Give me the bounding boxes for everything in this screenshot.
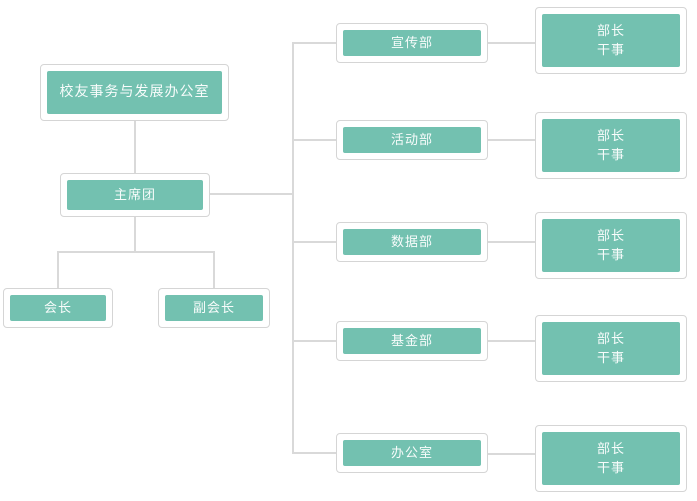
connector-office-staff bbox=[488, 453, 535, 455]
node-staff-office-fill: 部长 干事 bbox=[542, 432, 680, 485]
connector-branch-office bbox=[293, 452, 337, 454]
node-staff-fund[interactable]: 部长 干事 bbox=[535, 315, 687, 382]
node-dept-publicity-fill: 宣传部 bbox=[343, 30, 481, 56]
node-dept-fund-fill: 基金部 bbox=[343, 328, 481, 354]
connector-presidium-down bbox=[134, 217, 136, 252]
connector-branch-publicity bbox=[293, 42, 337, 44]
node-dept-activities-fill: 活动部 bbox=[343, 127, 481, 153]
staff-line-secretary: 干事 bbox=[596, 42, 625, 58]
connector-president-drop bbox=[57, 251, 59, 288]
staff-line-minister: 部长 bbox=[596, 228, 625, 244]
node-dept-office-fill: 办公室 bbox=[343, 440, 481, 466]
connector-root-presidium bbox=[134, 121, 136, 173]
connector-branch-fund bbox=[293, 340, 337, 342]
node-dept-data-label: 数据部 bbox=[390, 234, 433, 250]
node-dept-data[interactable]: 数据部 bbox=[336, 222, 488, 262]
staff-line-minister: 部长 bbox=[596, 331, 625, 347]
node-vice-president-fill: 副会长 bbox=[165, 295, 263, 321]
node-staff-activities[interactable]: 部长 干事 bbox=[535, 112, 687, 179]
node-staff-activities-fill: 部长 干事 bbox=[542, 119, 680, 172]
node-vice-president-label: 副会长 bbox=[192, 300, 235, 316]
staff-line-secretary: 干事 bbox=[596, 247, 625, 263]
node-dept-publicity[interactable]: 宣传部 bbox=[336, 23, 488, 63]
connector-vice-president-drop bbox=[213, 251, 215, 288]
node-staff-fund-fill: 部长 干事 bbox=[542, 322, 680, 375]
node-dept-office-label: 办公室 bbox=[390, 445, 433, 461]
staff-line-minister: 部长 bbox=[596, 128, 625, 144]
node-dept-office[interactable]: 办公室 bbox=[336, 433, 488, 473]
node-staff-data[interactable]: 部长 干事 bbox=[535, 212, 687, 279]
node-staff-data-fill: 部长 干事 bbox=[542, 219, 680, 272]
connector-presidium-trunk bbox=[210, 193, 294, 195]
staff-line-minister: 部长 bbox=[596, 441, 625, 457]
node-staff-office[interactable]: 部长 干事 bbox=[535, 425, 687, 492]
connector-branch-activities bbox=[293, 139, 337, 141]
node-president-fill: 会长 bbox=[10, 295, 106, 321]
staff-line-secretary: 干事 bbox=[596, 350, 625, 366]
node-alumni-office-label: 校友事务与发展办公室 bbox=[59, 84, 210, 100]
node-dept-publicity-label: 宣传部 bbox=[390, 35, 433, 51]
node-presidium-fill: 主席团 bbox=[67, 180, 203, 210]
node-dept-activities-label: 活动部 bbox=[390, 132, 433, 148]
connector-data-staff bbox=[488, 241, 535, 243]
connector-leaders-horizontal bbox=[57, 251, 215, 253]
connector-branch-data bbox=[293, 241, 337, 243]
node-alumni-office[interactable]: 校友事务与发展办公室 bbox=[40, 64, 229, 121]
staff-line-minister: 部长 bbox=[596, 23, 625, 39]
connector-trunk bbox=[292, 42, 294, 454]
node-president[interactable]: 会长 bbox=[3, 288, 113, 328]
connector-publicity-staff bbox=[488, 42, 535, 44]
node-staff-publicity[interactable]: 部长 干事 bbox=[535, 7, 687, 74]
node-dept-fund-label: 基金部 bbox=[390, 333, 433, 349]
node-dept-fund[interactable]: 基金部 bbox=[336, 321, 488, 361]
staff-line-secretary: 干事 bbox=[596, 147, 625, 163]
connector-fund-staff bbox=[488, 340, 535, 342]
node-vice-president[interactable]: 副会长 bbox=[158, 288, 270, 328]
node-dept-data-fill: 数据部 bbox=[343, 229, 481, 255]
node-staff-publicity-fill: 部长 干事 bbox=[542, 14, 680, 67]
connector-activities-staff bbox=[488, 139, 535, 141]
node-presidium-label: 主席团 bbox=[113, 187, 156, 203]
staff-line-secretary: 干事 bbox=[596, 460, 625, 476]
node-alumni-office-fill: 校友事务与发展办公室 bbox=[47, 71, 222, 114]
node-president-label: 会长 bbox=[43, 300, 72, 316]
node-presidium[interactable]: 主席团 bbox=[60, 173, 210, 217]
node-dept-activities[interactable]: 活动部 bbox=[336, 120, 488, 160]
